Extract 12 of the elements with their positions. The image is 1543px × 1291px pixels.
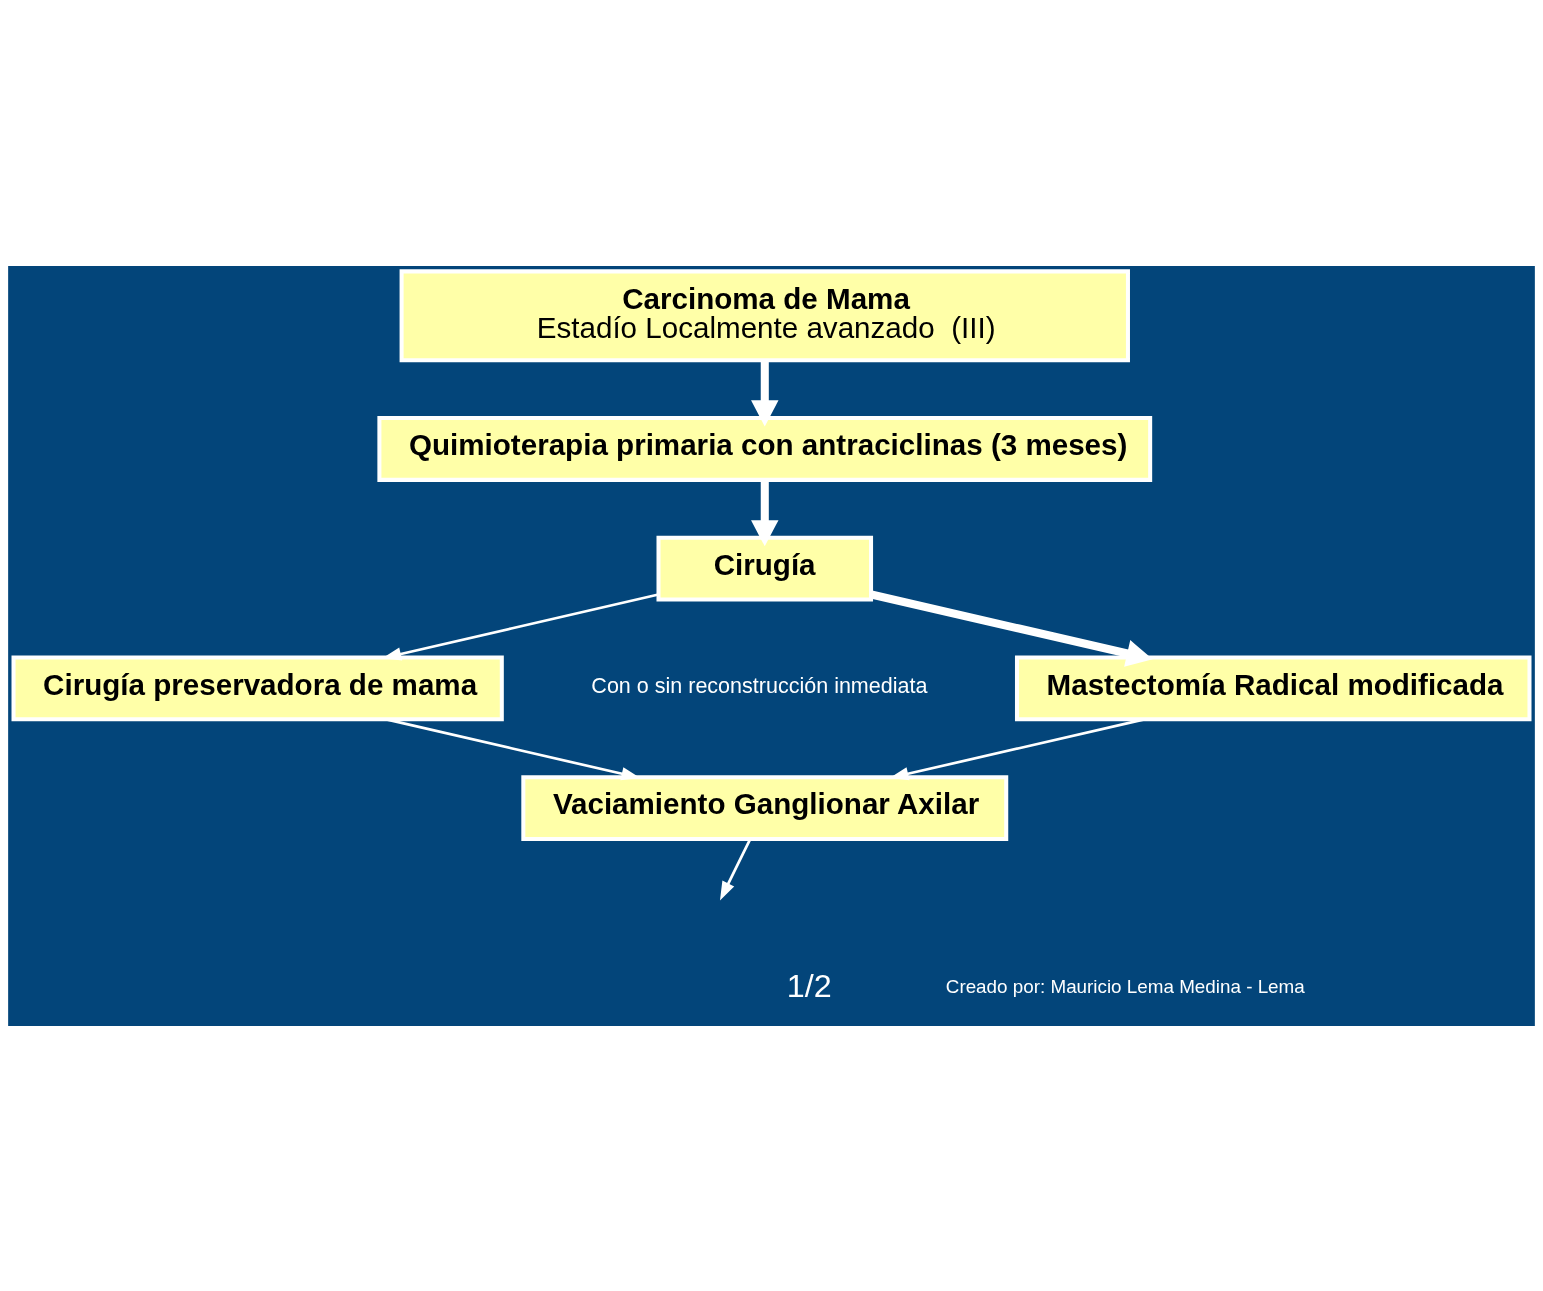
arrow [870,590,1153,667]
label: Creado por: Mauricio Lema Medina - Lema [945,975,1305,997]
node-box: Cirugía preservadora de mama [11,654,504,721]
node-box: Carcinoma de Mama Estadío Localmente avanzado (III) [399,268,1130,362]
node-box: Vaciamiento Ganglionar Axilar [521,774,1009,841]
arrow [751,479,779,546]
node-box: Cirugía [656,535,874,602]
label: 1/2 [786,967,832,1004]
node-box: Quimioterapia primaria con antraciclinas (3 meses) [377,415,1153,482]
arrow [751,359,779,426]
node-box: Mastectomía Radical modificada [1014,654,1532,721]
node-label: Con o sin reconstrucción inmediata [591,673,928,698]
